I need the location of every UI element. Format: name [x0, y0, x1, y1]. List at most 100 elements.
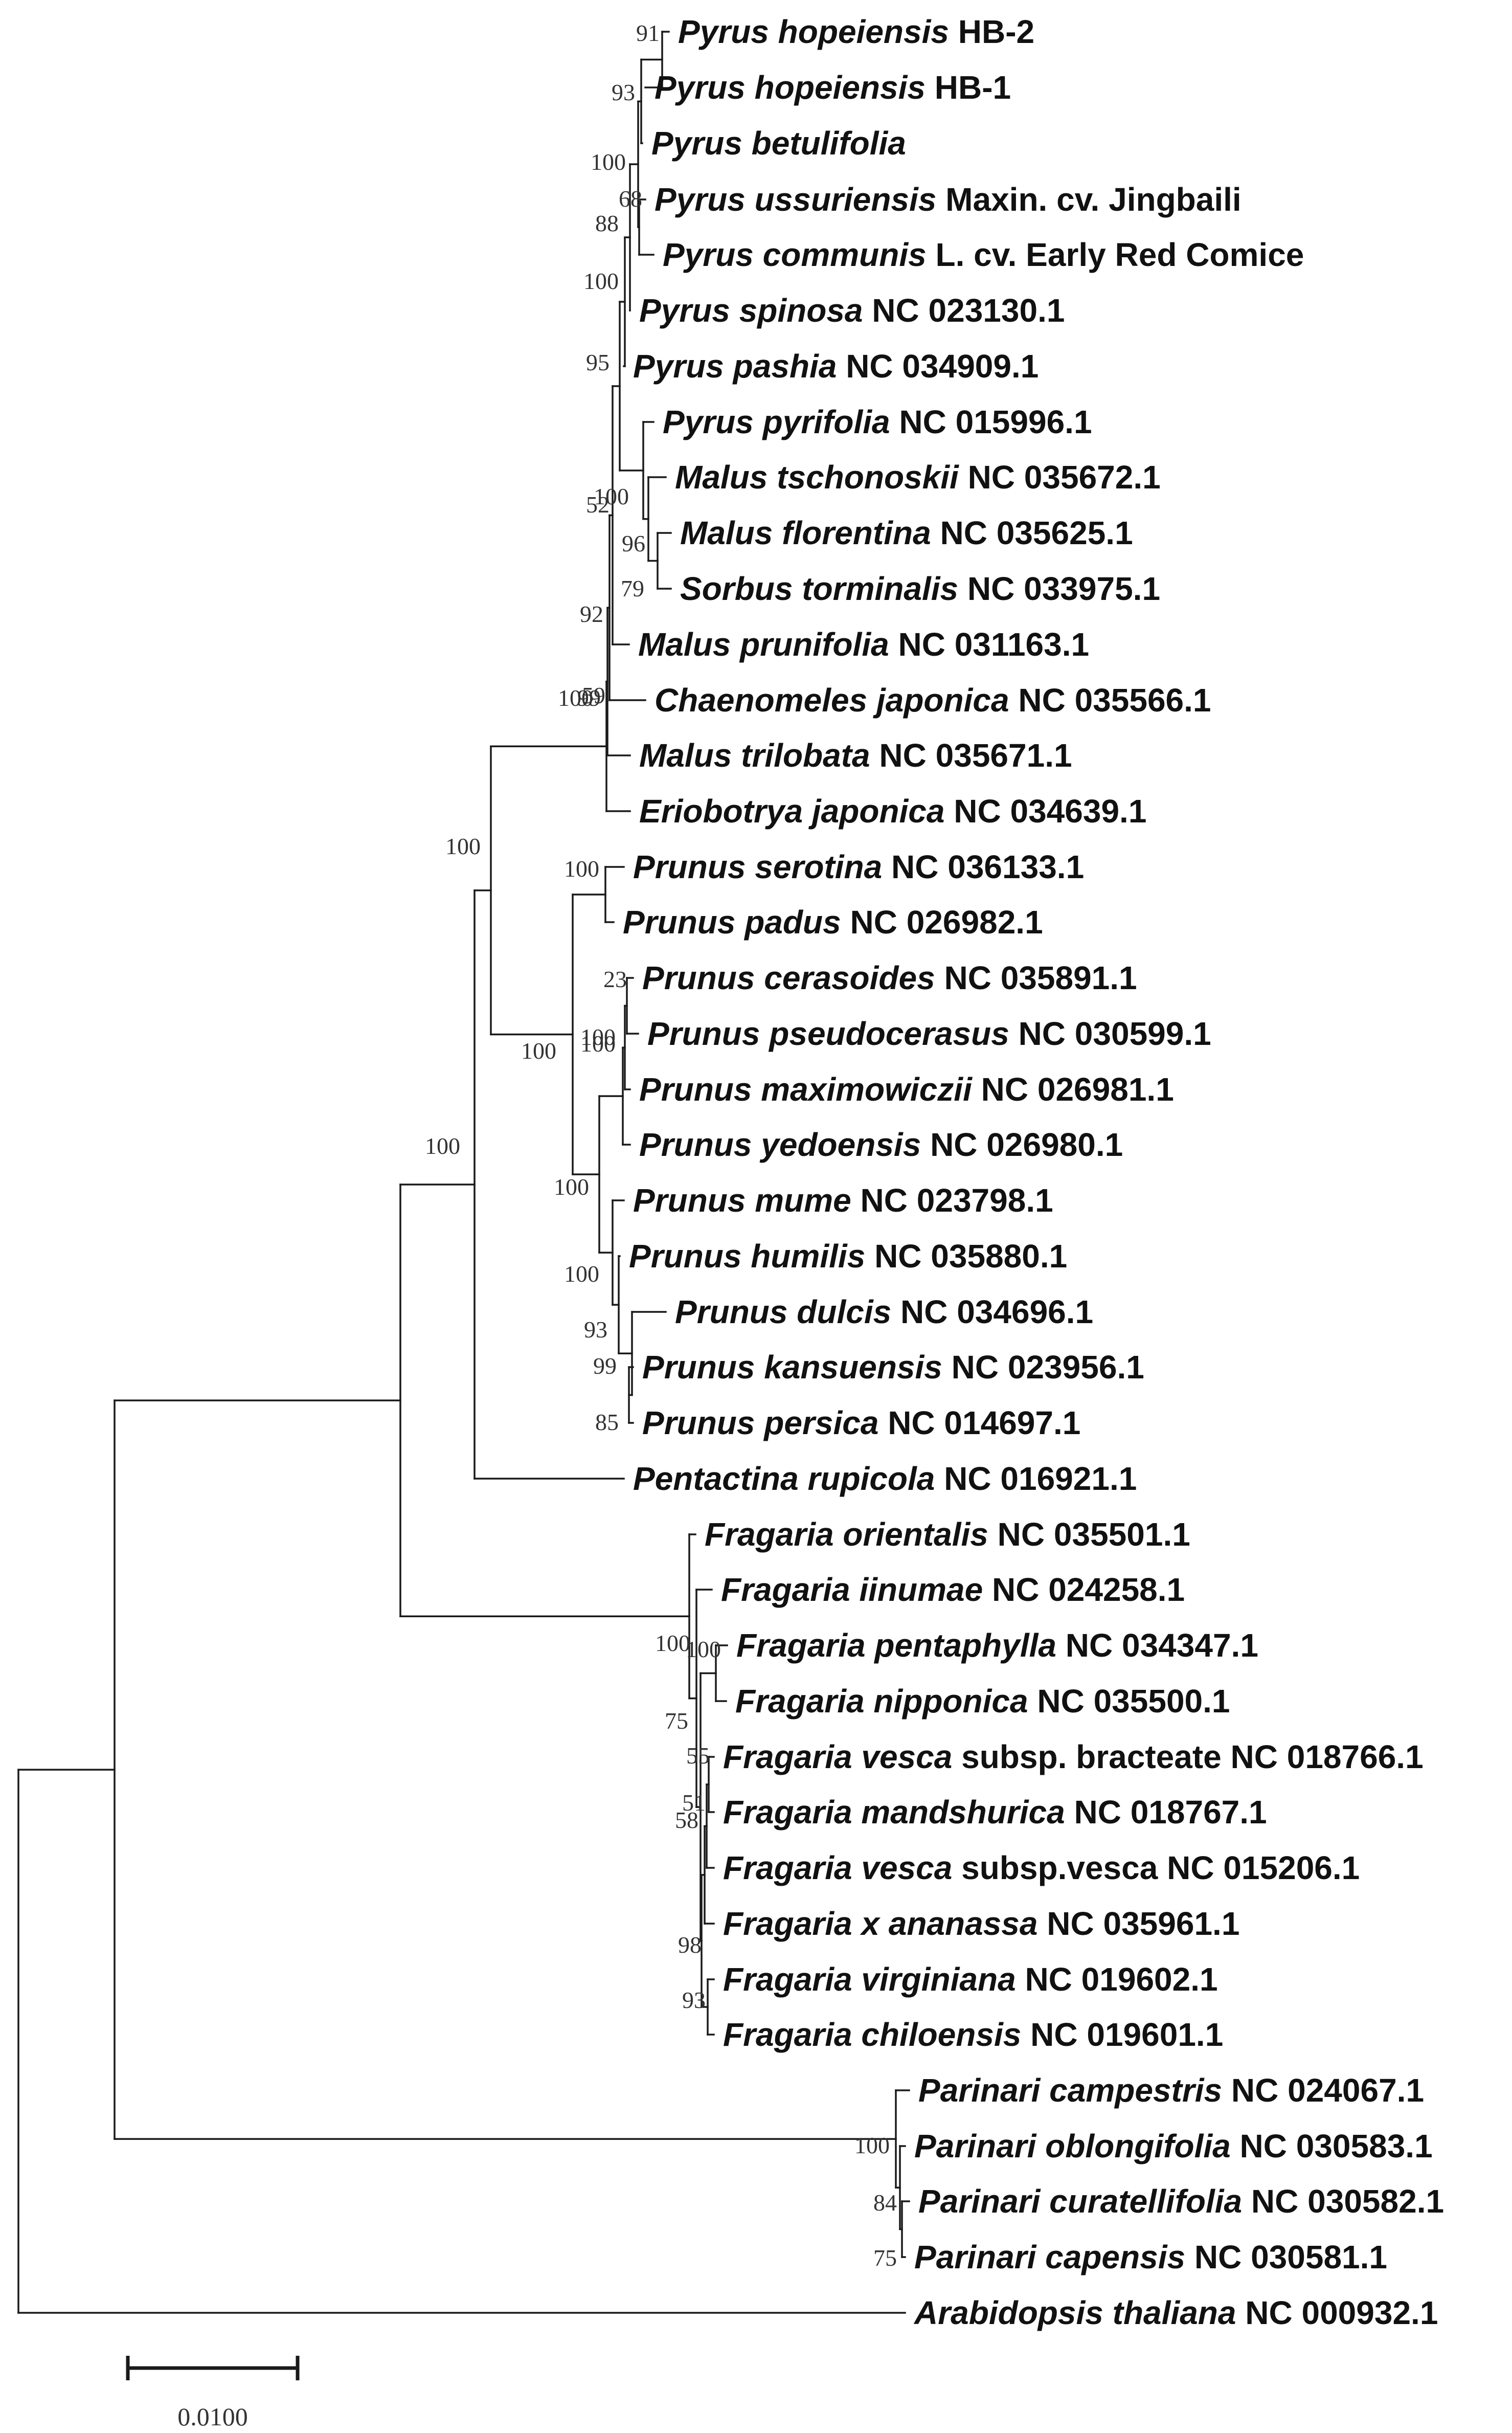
tip-label-t6: Pyrus spinosa NC 023130.1 [639, 292, 1065, 329]
tip-species-name: Malus florentina [680, 515, 931, 551]
tip-species-name: Pyrus spinosa [639, 292, 863, 329]
tip-accession: NC 034696.1 [891, 1293, 1093, 1330]
support-value-n_pu_pc: 68 [619, 186, 642, 212]
tip-accession: NC 034909.1 [837, 348, 1039, 385]
tip-accession: NC 035961.1 [1037, 1905, 1239, 1942]
support-value-n_fvir: 93 [682, 1987, 706, 2013]
tip-accession: NC 034639.1 [944, 793, 1146, 830]
tip-accession: NC 035891.1 [935, 959, 1137, 996]
tip-label-t13: Chaenomeles japonica NC 035566.1 [655, 682, 1211, 719]
tip-label-t36: Fragaria virginiana NC 019602.1 [723, 1961, 1218, 1998]
tip-species-name: Prunus pseudocerasus [647, 1015, 1009, 1052]
tip-species-name: Malus trilobata [639, 737, 870, 774]
tip-label-t14: Malus trilobata NC 035671.1 [639, 737, 1072, 774]
tip-accession: NC 024067.1 [1222, 2072, 1424, 2109]
tip-accession: NC 014697.1 [878, 1404, 1080, 1441]
tip-accession: NC 019601.1 [1021, 2016, 1223, 2053]
tip-species-name: Prunus kansuensis [642, 1349, 942, 1386]
tip-label-t7: Pyrus pashia NC 034909.1 [633, 348, 1039, 385]
tip-accession: NC 030582.1 [1242, 2183, 1444, 2220]
support-value-n_fvb_fm: 51 [682, 1790, 706, 1816]
tip-species-name: Prunus yedoensis [639, 1126, 921, 1163]
support-value-n_pent: 100 [425, 1133, 460, 1159]
tip-accession: NC 016921.1 [935, 1460, 1137, 1497]
tip-accession: NC 035671.1 [870, 737, 1072, 774]
tip-label-t32: Fragaria vesca subsp. bracteate NC 01876… [723, 1738, 1424, 1775]
tip-label-t33: Fragaria mandshurica NC 018767.1 [723, 1794, 1267, 1831]
tip-species-name: Prunus dulcis [675, 1293, 891, 1330]
tip-label-t19: Prunus pseudocerasus NC 030599.1 [647, 1015, 1211, 1052]
support-value-n_prunus: 100 [521, 1038, 556, 1064]
tip-accession: NC 035566.1 [1009, 682, 1211, 719]
tip-label-t26: Prunus persica NC 014697.1 [642, 1404, 1080, 1441]
tip-accession: NC 024258.1 [983, 1571, 1185, 1608]
support-value-n_pbet: 100 [591, 149, 626, 175]
tip-label-t4: Pyrus ussuriensis Maxin. cv. Jingbaili [655, 181, 1242, 218]
support-value-n_par_ob: 84 [873, 2190, 897, 2216]
support-value-n_mf_st: 79 [621, 575, 644, 601]
tip-species-name: Pyrus hopeiensis [678, 13, 949, 50]
tip-label-t31: Fragaria nipponica NC 035500.1 [735, 1683, 1230, 1720]
tip-label-t12: Malus prunifolia NC 031163.1 [638, 626, 1089, 663]
tip-species-name: Prunus padus [623, 904, 841, 941]
tip-species-name: Prunus maximowiczii [639, 1071, 973, 1108]
tip-accession: NC 015996.1 [890, 404, 1092, 440]
scale-bar: 0.0100 [126, 2356, 300, 2431]
tip-accession: NC 033975.1 [958, 570, 1160, 607]
support-values: 9193100688810095799610052925999100100231… [425, 20, 897, 2271]
tip-species-name: Eriobotrya japonica [639, 793, 944, 830]
tip-label-t23: Prunus humilis NC 035880.1 [629, 1238, 1067, 1275]
tip-species-name: Parinari campestris [918, 2072, 1222, 2109]
tip-label-t15: Eriobotrya japonica NC 034639.1 [639, 793, 1146, 830]
tip-label-t16: Prunus serotina NC 036133.1 [633, 849, 1084, 885]
tip-accession: Maxin. cv. Jingbaili [936, 181, 1241, 218]
support-value-n_fvb_grp: 55 [686, 1743, 710, 1769]
support-value-n_t1t2: 91 [636, 20, 660, 46]
tip-label-t9: Malus tschonoskii NC 035672.1 [675, 459, 1161, 496]
tip-label-t21: Prunus yedoensis NC 026980.1 [639, 1126, 1123, 1163]
tip-accession: NC 019602.1 [1016, 1961, 1218, 1998]
tip-accession: NC 036133.1 [882, 849, 1084, 885]
tip-accession: subsp. bracteate NC 018766.1 [952, 1738, 1423, 1775]
tip-species-name: Prunus cerasoides [642, 959, 935, 996]
tip-species-name: Prunus mume [633, 1182, 851, 1219]
tip-species-name: Parinari oblongifolia [914, 2128, 1231, 2164]
tip-label-t24: Prunus dulcis NC 034696.1 [675, 1293, 1093, 1330]
tree-branches [17, 31, 910, 2314]
tip-species-name: Chaenomeles japonica [655, 682, 1009, 719]
support-value-n_par: 100 [854, 2132, 890, 2158]
tip-species-name: Sorbus torminalis [680, 570, 958, 607]
tip-species-name: Pyrus hopeiensis [655, 69, 926, 106]
support-value-n_fpn: 100 [686, 1636, 721, 1662]
tip-species-name: Prunus serotina [633, 849, 882, 885]
tip-species-name: Fragaria orientalis [705, 1516, 988, 1553]
tip-label-t1: Pyrus hopeiensis HB-2 [678, 13, 1034, 50]
tip-species-name: Prunus persica [642, 1404, 878, 1441]
support-value-n_fvv_grp: 58 [675, 1807, 698, 1833]
tip-accession: NC 026982.1 [841, 904, 1043, 941]
tip-label-t30: Fragaria pentaphylla NC 034347.1 [736, 1627, 1258, 1664]
tip-species-name: Pyrus communis [663, 236, 927, 273]
tip-label-t37: Fragaria chiloensis NC 019601.1 [723, 2016, 1223, 2053]
tip-label-t5: Pyrus communis L. cv. Early Red Comice [663, 236, 1304, 273]
tip-species-name: Fragaria vesca [723, 1849, 952, 1886]
support-value-n_pyr8: 52 [586, 492, 610, 518]
support-value-n_cer_ps: 23 [603, 966, 627, 992]
tip-accession: NC 035880.1 [865, 1238, 1067, 1275]
tip-species-name: Fragaria mandshurica [723, 1794, 1065, 1831]
support-value-n_fiin: 100 [655, 1630, 690, 1656]
tip-label-t22: Prunus mume NC 023798.1 [633, 1182, 1053, 1219]
tip-species-name: Pyrus pashia [633, 348, 837, 385]
support-value-n_mum_grp: 100 [564, 1261, 599, 1287]
tip-label-t38: Parinari campestris NC 024067.1 [918, 2072, 1424, 2109]
tip-label-t28: Fragaria orientalis NC 035501.1 [705, 1516, 1190, 1553]
support-value-n_pyr5: 88 [595, 210, 619, 236]
tip-label-t3: Pyrus betulifolia [651, 125, 906, 162]
tip-accession: NC 035500.1 [1028, 1683, 1230, 1720]
support-value-n_dul_grp: 99 [593, 1353, 617, 1379]
tip-accession: subsp.vesca NC 015206.1 [952, 1849, 1360, 1886]
support-value-n_maltri: 99 [577, 685, 601, 711]
tip-label-t25: Prunus kansuensis NC 023956.1 [642, 1349, 1144, 1386]
tip-accession: NC 031163.1 [889, 626, 1089, 663]
